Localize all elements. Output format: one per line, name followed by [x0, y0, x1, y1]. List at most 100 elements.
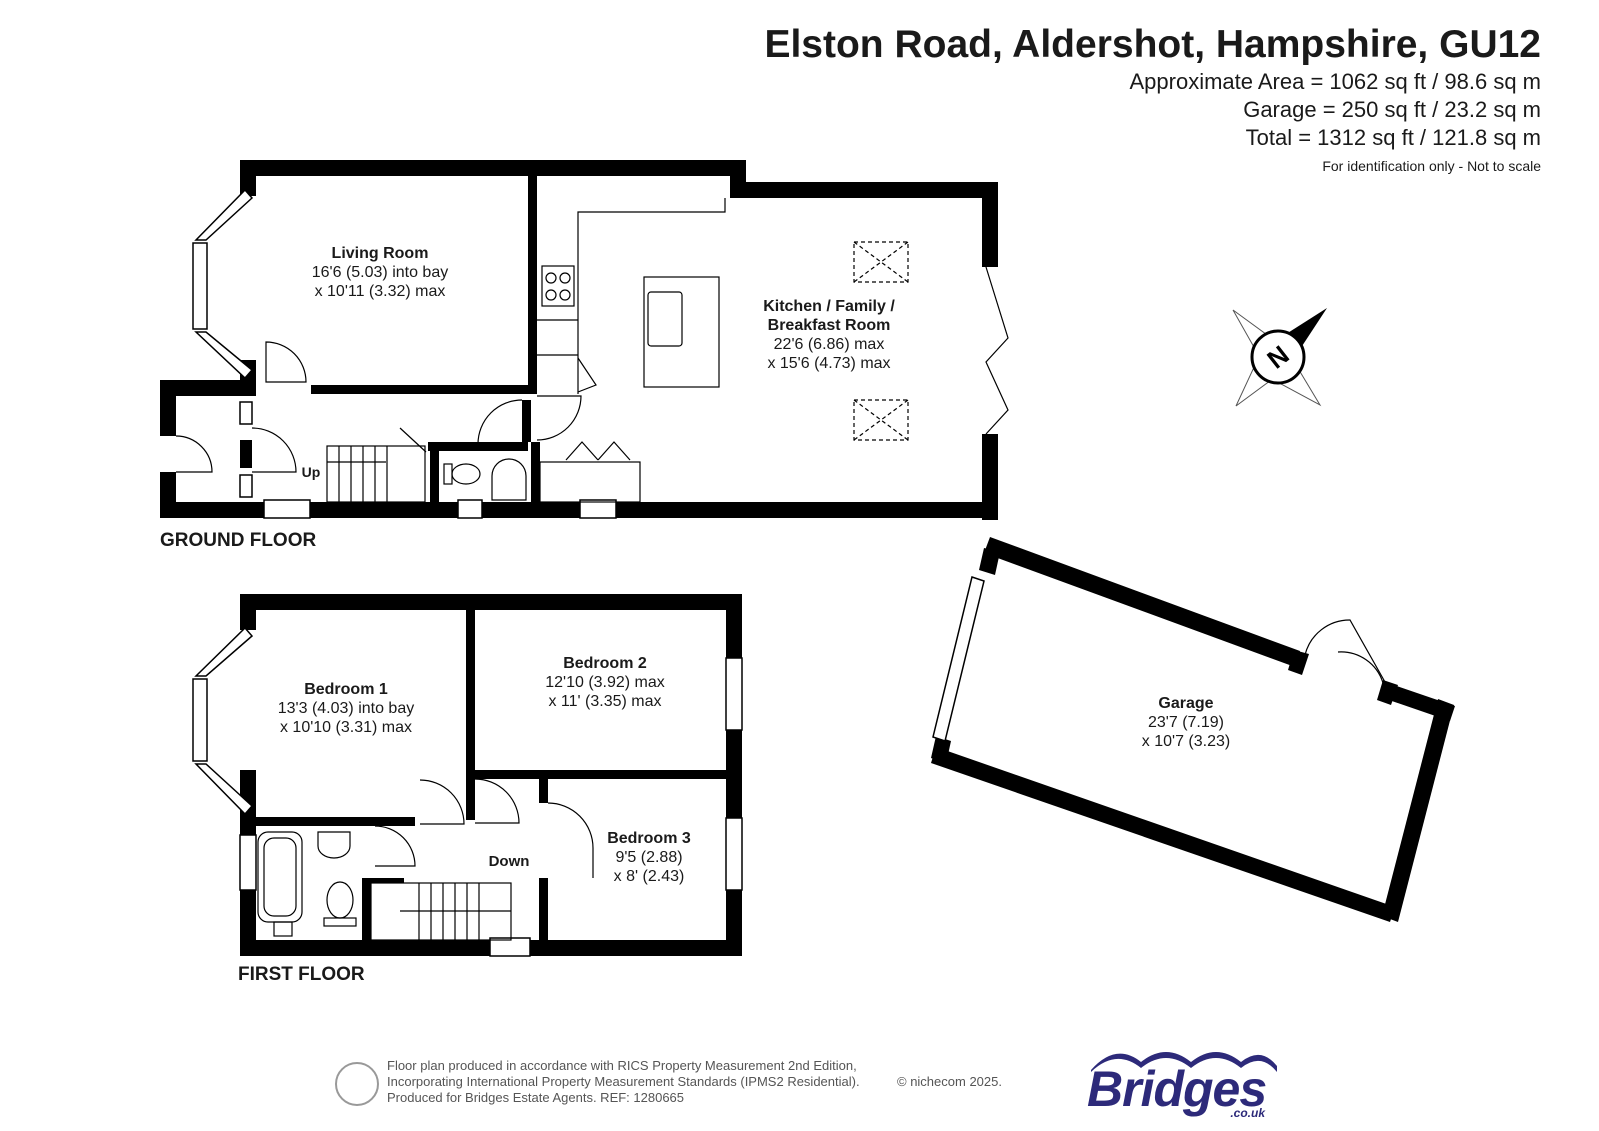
- garage-dim1: 23'7 (7.19): [1148, 714, 1224, 731]
- logo-text: Bridges: [1087, 1061, 1267, 1117]
- bedroom3-dim1: 9'5 (2.88): [615, 849, 682, 866]
- bathroom-door: [374, 825, 416, 867]
- bed1-bay-window-bottom: [194, 763, 254, 816]
- bifold-doors: [985, 266, 1009, 435]
- footer-line3: Produced for Bridges Estate Agents. REF:…: [387, 1090, 685, 1105]
- ground-bottom-wall: [160, 502, 998, 518]
- kitchen-dim2: x 15'6 (4.73) max: [767, 355, 890, 372]
- garage-door-left: [1304, 619, 1386, 683]
- living-bay-top-wall: [240, 160, 256, 196]
- first-left-bottom-wall: [240, 890, 256, 956]
- wc-window: [457, 499, 483, 519]
- bed3-window: [725, 817, 743, 891]
- living-bay-window-front: [192, 242, 208, 330]
- bedroom3-dim2: x 8' (2.43): [614, 868, 685, 885]
- living-top-wall: [240, 160, 740, 176]
- wc-door: [477, 399, 523, 445]
- living-bottom-wall: [311, 385, 533, 394]
- hob-ring: [545, 272, 557, 284]
- bathroom-cistern: [323, 917, 357, 927]
- bathroom-window: [239, 834, 257, 891]
- compass-circle: [1250, 329, 1306, 385]
- kitchen-unit-doors: [565, 441, 599, 461]
- stairs-left-wall: [362, 878, 371, 940]
- bedroom2-name: Bedroom 2: [563, 655, 647, 672]
- footer-text: Floor plan produced in accordance with R…: [387, 1058, 860, 1106]
- header: Elston Road, Aldershot, Hampshire, GU12 …: [764, 22, 1541, 174]
- footer-line2: Incorporating International Property Mea…: [387, 1074, 860, 1089]
- bed2-door: [474, 778, 520, 824]
- garage-name: Garage: [1158, 695, 1213, 712]
- person-icon: [335, 1062, 379, 1106]
- wc-right-wall: [531, 442, 540, 504]
- bed1-bay-window-top: [194, 626, 254, 677]
- kitchen-island: [643, 276, 720, 388]
- hob-ring: [559, 289, 571, 301]
- living-bay-window-bottom: [194, 331, 254, 380]
- bed2-window: [725, 657, 743, 731]
- bathroom-basin: [317, 831, 351, 859]
- bedroom3-name: Bedroom 3: [607, 830, 691, 847]
- stairs-top-wall: [362, 878, 404, 883]
- skylight-diagonal: [853, 241, 909, 283]
- disclaimer: For identification only - Not to scale: [1322, 158, 1541, 174]
- kitchen-counter-outline: [577, 198, 726, 394]
- porch-left-lower-wall: [160, 472, 176, 518]
- porch-divider-wall: [240, 440, 252, 468]
- ground-wc-toilet: [451, 463, 481, 485]
- bed1-bay-window-front: [192, 678, 208, 762]
- bedroom1-dim1: 13'3 (4.03) into bay: [278, 700, 414, 717]
- kitchen-window: [579, 499, 617, 519]
- living-room-dim1: 16'6 (5.03) into bay: [312, 264, 448, 281]
- logo-wave-icon: [1091, 1052, 1277, 1072]
- front-door: [175, 435, 213, 473]
- bedroom1-name: Bedroom 1: [304, 681, 388, 698]
- down-label: Down: [489, 853, 530, 870]
- bed3-right-lower-wall: [726, 890, 742, 956]
- wc-top-wall: [428, 442, 528, 451]
- landing-window: [489, 937, 531, 957]
- hob-ring: [559, 272, 571, 284]
- kitchen-right-lower-wall: [982, 434, 998, 520]
- garage-right-wall: [1382, 699, 1454, 922]
- bedroom2-dim2: x 11' (3.35) max: [548, 693, 661, 710]
- total-area: Total = 1312 sq ft / 121.8 sq m: [1245, 125, 1541, 150]
- garage-left-bottom-wall: [931, 736, 951, 764]
- garage-left-top-wall: [979, 548, 1000, 575]
- bed1-door: [419, 779, 465, 825]
- kitchen-top-wall: [730, 182, 998, 198]
- garage-door-jamb-right: [1377, 680, 1398, 705]
- hob: [541, 265, 575, 307]
- garage-top-left-wall: [984, 537, 1300, 667]
- property-title: Elston Road, Aldershot, Hampshire, GU12: [764, 23, 1541, 66]
- bed3-left-lower-wall: [539, 878, 548, 944]
- ground-wc-cistern: [443, 463, 453, 485]
- kitchen-name1: Kitchen / Family /: [763, 298, 895, 315]
- first-floor-label: FIRST FLOOR: [238, 964, 365, 985]
- living-kitchen-wall: [528, 176, 537, 394]
- skylight-diagonal: [853, 399, 909, 441]
- bed1-bay-top-wall: [240, 594, 256, 630]
- kitchen-door: [536, 395, 582, 441]
- bed1-bed2-wall: [466, 610, 475, 820]
- porch-window-bottom: [239, 474, 253, 498]
- skylight-top: [853, 241, 909, 283]
- bathroom-toilet: [326, 881, 354, 919]
- living-room-name: Living Room: [332, 245, 429, 262]
- footer: Floor plan produced in accordance with R…: [335, 1058, 1075, 1118]
- hall-window: [263, 499, 311, 519]
- kitchen-door-swing: [577, 357, 597, 393]
- garage-door-jamb-left: [1288, 650, 1309, 675]
- bed3-door: [547, 802, 594, 878]
- wc-right-upper-wall: [522, 400, 531, 442]
- garage-area: Garage = 250 sq ft / 23.2 sq m: [1243, 97, 1541, 122]
- kitchen-unit-doors-2: [597, 441, 631, 461]
- skylight-bottom: [853, 399, 909, 441]
- living-bay-window-top: [194, 188, 254, 241]
- compass: N: [1232, 308, 1327, 407]
- porch-window-top: [239, 401, 253, 425]
- living-room-dim2: x 10'11 (3.32) max: [315, 283, 446, 300]
- skylight-diagonal: [853, 241, 909, 283]
- bed3-left-upper-wall: [539, 779, 548, 803]
